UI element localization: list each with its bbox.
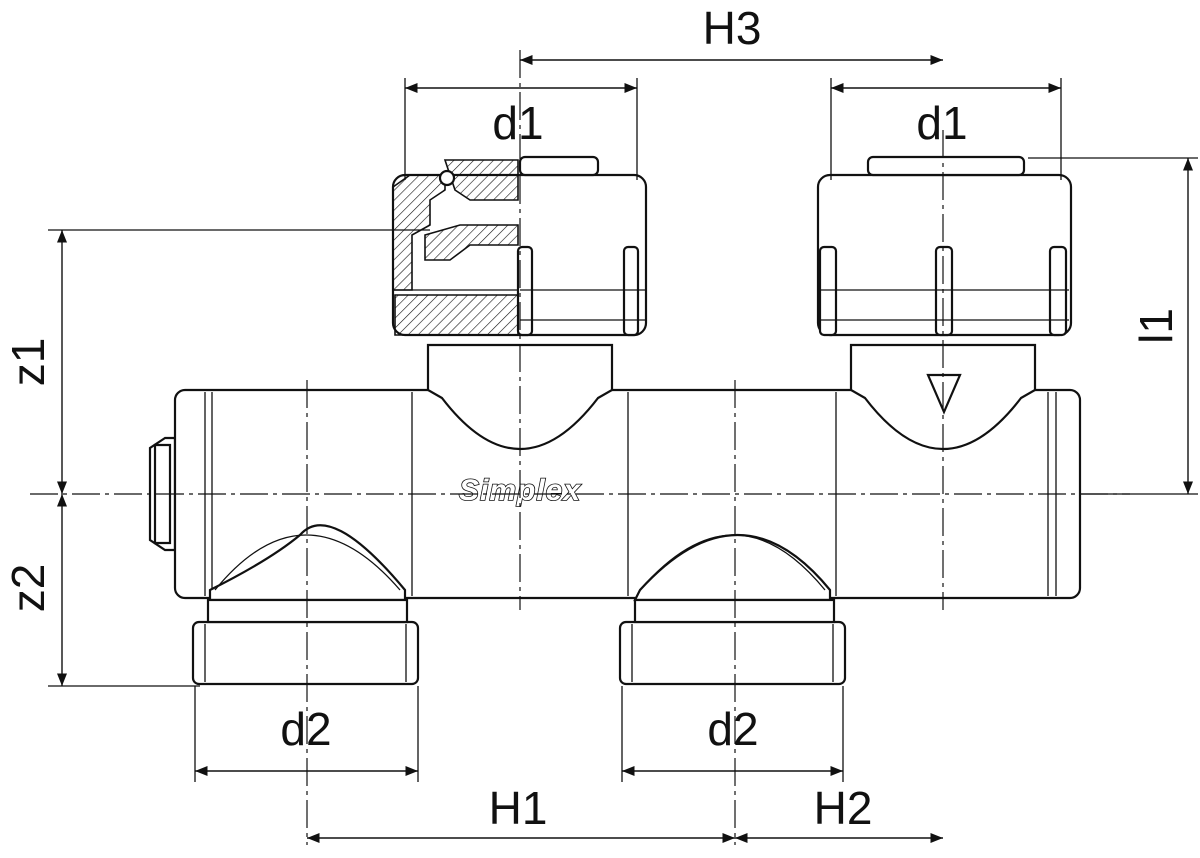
label-H1: H1: [489, 782, 548, 834]
label-H3: H3: [703, 2, 762, 54]
flow-direction-arrow: [926, 373, 962, 415]
label-l1: l1: [1130, 308, 1182, 344]
label-d1-left: d1: [492, 97, 543, 149]
label-z2: z2: [2, 564, 54, 613]
label-d2-left: d2: [280, 703, 331, 755]
lower-right-thread: [618, 620, 847, 686]
dimensions: H3 d1 d1 z1 z2 l1 d2 d2: [2, 2, 1198, 844]
lower-left-thread: [191, 620, 420, 686]
label-z1: z1: [2, 338, 54, 387]
label-d1-right: d1: [916, 97, 967, 149]
valve-body: Simplex: [148, 343, 1082, 686]
label-H2: H2: [814, 782, 873, 834]
label-d2-right: d2: [707, 703, 758, 755]
right-compression-nut: [816, 155, 1073, 337]
